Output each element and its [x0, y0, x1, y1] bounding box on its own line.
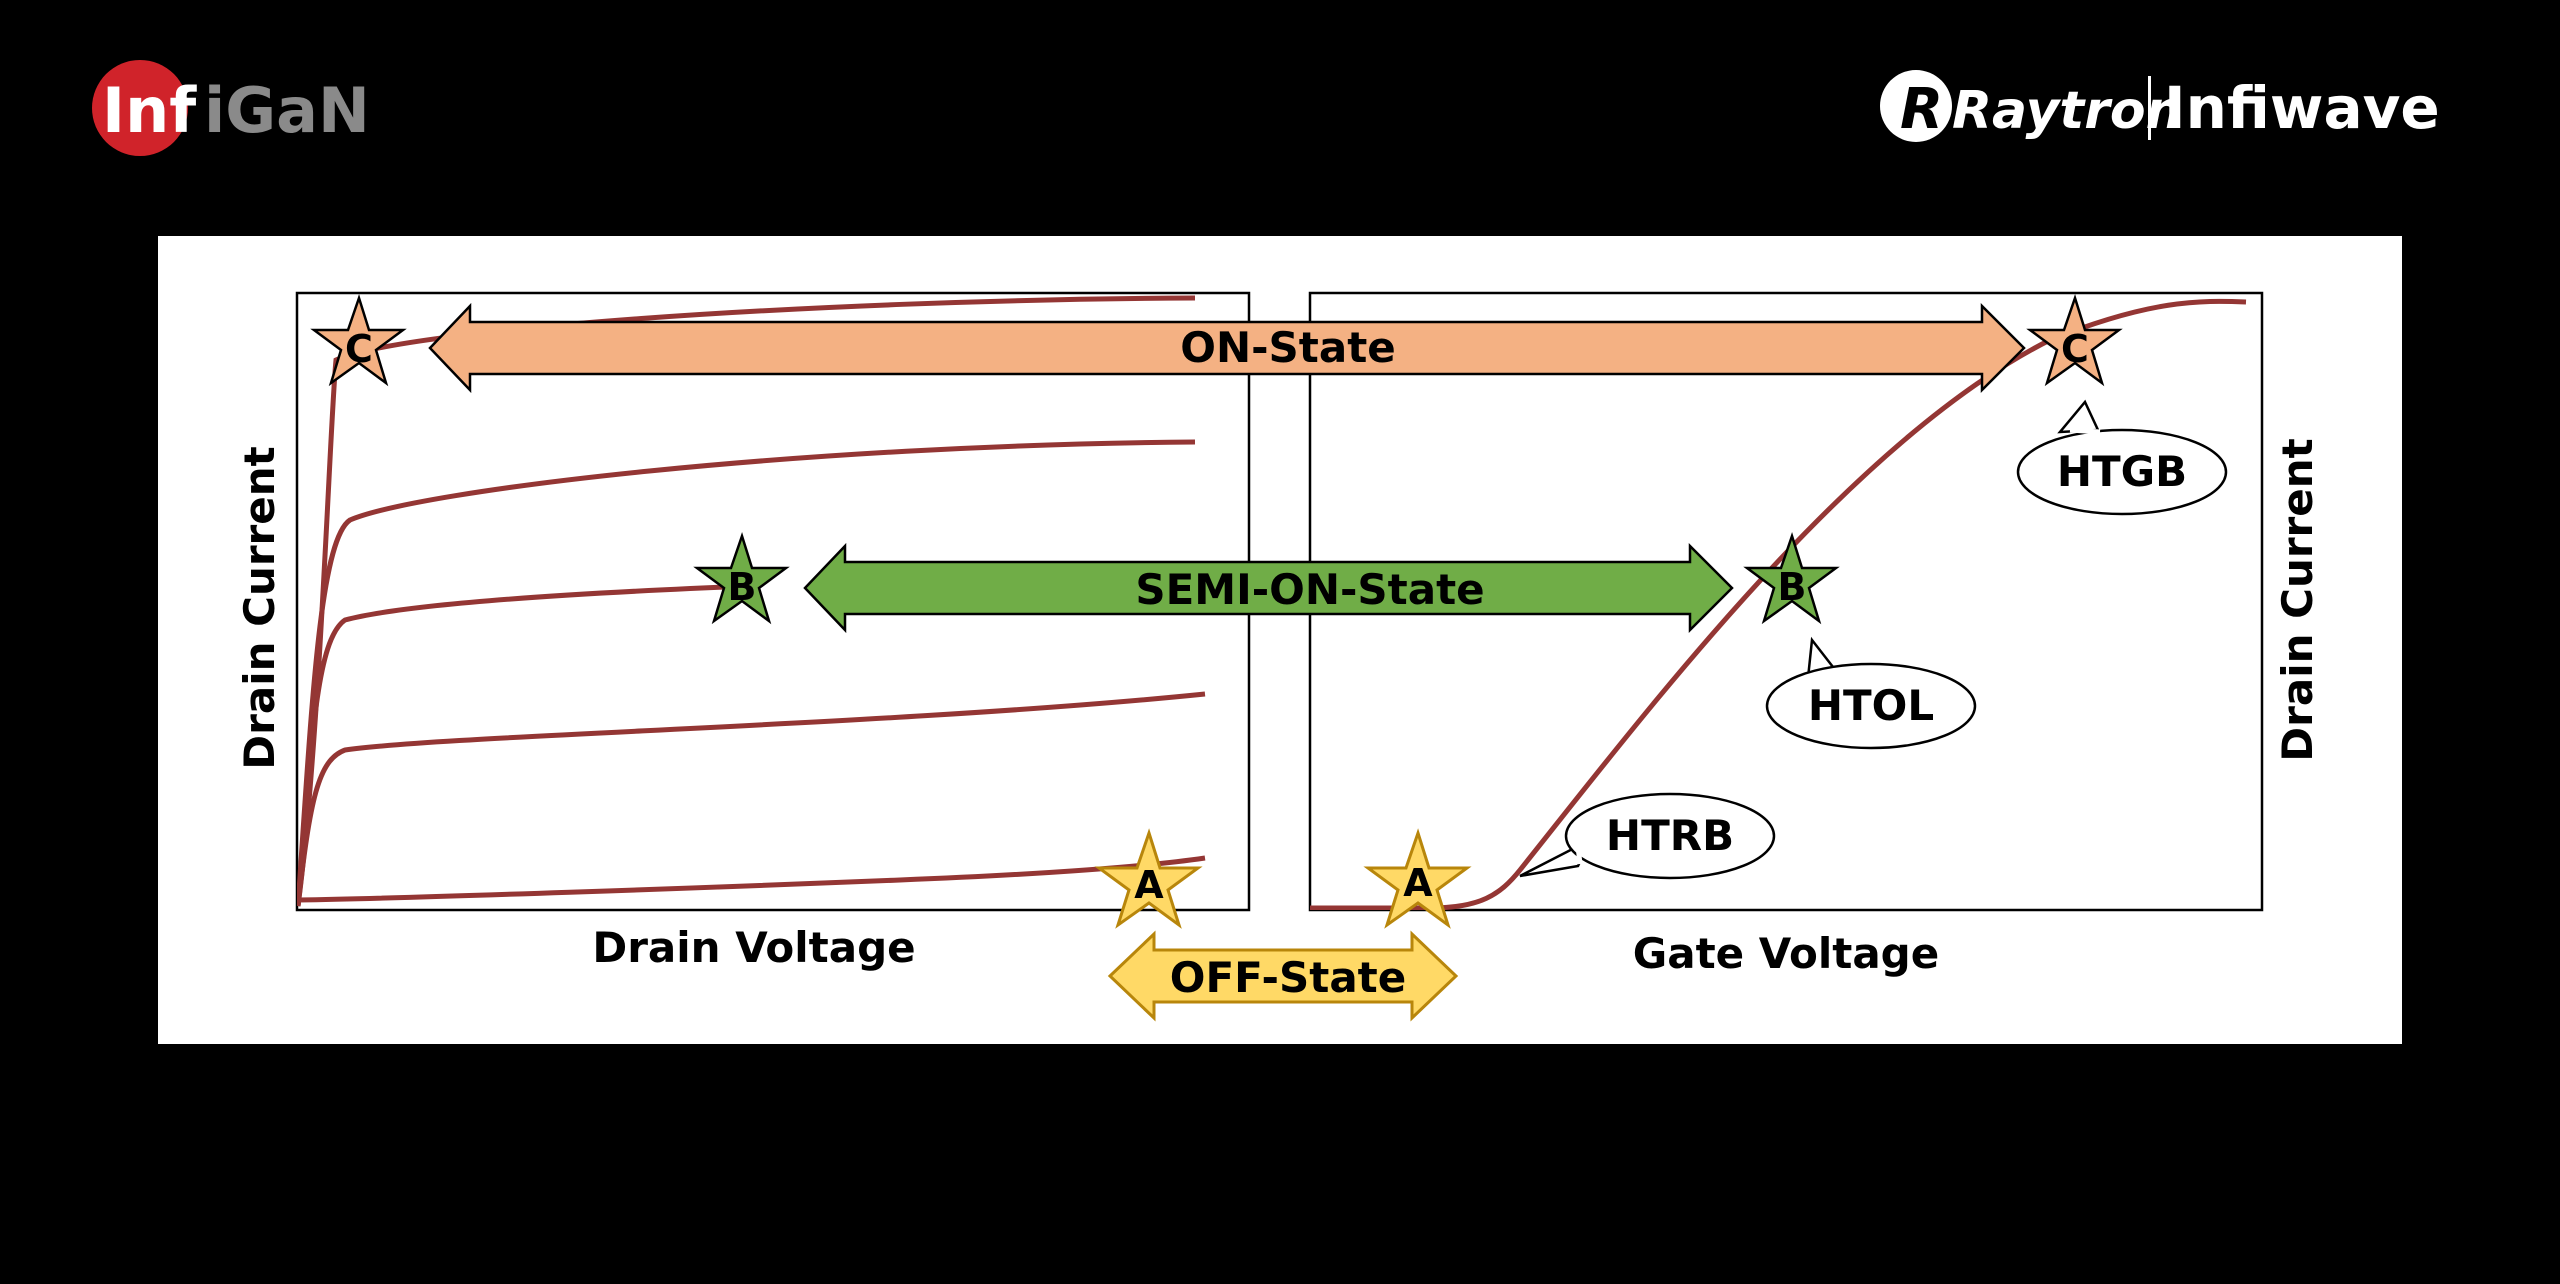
marker-c-left-star [310, 293, 407, 387]
marker-c-right-label: C [2061, 327, 2089, 371]
infiwave-logo-text: Infiwave [2164, 74, 2440, 142]
callout-htgb: HTGB [2016, 399, 2228, 516]
on-state-arrow: ON-State [428, 302, 2026, 394]
raytron-logo-glyph: R [1900, 77, 1943, 142]
logo-divider [2148, 76, 2151, 140]
raytron-logo-mark [1880, 70, 1952, 142]
on-state-arrow-shape [428, 302, 2026, 394]
marker-c-left: C [310, 293, 407, 387]
output-curve-3 [297, 583, 751, 907]
callout-htrb-label: HTRB [1606, 811, 1734, 860]
marker-a-right-star [1363, 828, 1472, 929]
marker-b-left-label: B [728, 565, 757, 609]
marker-b-left: B [693, 531, 790, 625]
marker-c-right-star [2026, 293, 2123, 387]
callout-htrb: HTRB [1519, 792, 1776, 880]
right-y-axis-label: Drain Current [2273, 438, 2322, 761]
infigan-logo-text-1: Inf [102, 74, 197, 147]
marker-a-right: A [1363, 828, 1472, 929]
output-curve-4 [297, 691, 1206, 907]
marker-a-right-label: A [1403, 861, 1433, 905]
marker-b-left-star [693, 531, 790, 625]
callout-htol: HTOL [1765, 636, 1977, 750]
off-state-arrow: OFF-State [1107, 930, 1459, 1022]
marker-a-left-label: A [1134, 863, 1164, 907]
raytron-infiwave-logo: R Raytron Infiwave [1880, 70, 2440, 142]
marker-b-right-star [1743, 531, 1840, 625]
marker-c-left-label: C [345, 327, 373, 371]
on-state-label: ON-State [1180, 323, 1396, 372]
raytron-logo-text: Raytron [1952, 81, 2183, 141]
callout-htrb-bubble [1564, 792, 1776, 880]
marker-b-right-label: B [1778, 565, 1807, 609]
callout-htgb-label: HTGB [2057, 447, 2187, 496]
left-x-axis-label: Drain Voltage [592, 923, 915, 972]
marker-a-left-star [1094, 828, 1203, 929]
infigan-logo: Inf iGaN [92, 60, 370, 156]
callout-htgb-bubble [2016, 428, 2228, 516]
right-x-axis-label: Gate Voltage [1633, 929, 1939, 978]
left-y-axis-label: Drain Current [235, 446, 284, 769]
infigan-logo-text-2: iGaN [204, 74, 370, 147]
marker-a-left: A [1094, 828, 1203, 929]
infigan-logo-mark [92, 60, 188, 156]
semi-on-state-label: SEMI-ON-State [1135, 565, 1484, 614]
callout-htol-bubble [1765, 662, 1977, 750]
output-curve-2 [297, 439, 1196, 907]
semi-on-state-arrow-shape [803, 542, 1734, 634]
marker-b-right: B [1743, 531, 1840, 625]
off-state-label: OFF-State [1170, 953, 1406, 1002]
semi-on-state-arrow: SEMI-ON-State [803, 542, 1734, 634]
off-state-arrow-shape [1107, 930, 1459, 1022]
callout-htol-label: HTOL [1808, 681, 1934, 730]
marker-c-right: C [2026, 293, 2123, 387]
